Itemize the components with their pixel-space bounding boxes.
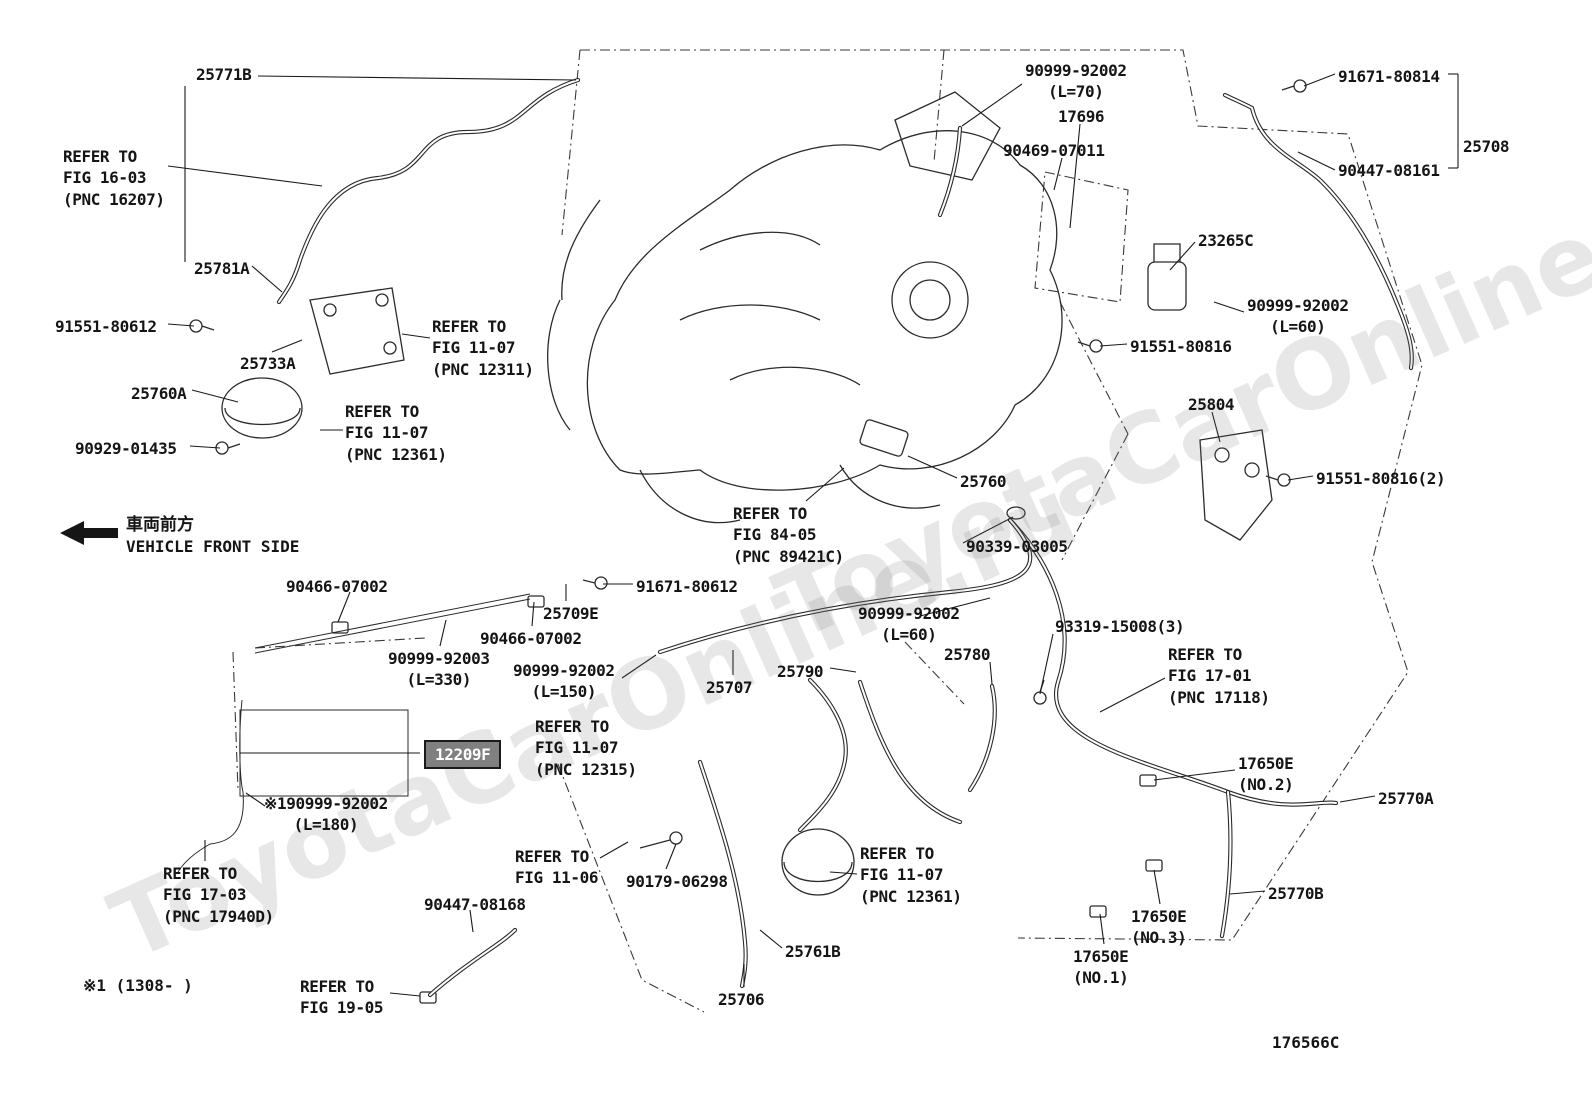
part-label-91671-80612[interactable]: 91671-80612 (636, 577, 738, 596)
leader-lines (167, 73, 1459, 997)
ref-fig-17-01: REFER TO FIG 17-01 (PNC 17118) (1168, 645, 1270, 707)
part-label-25790[interactable]: 25790 (777, 662, 824, 681)
part-label-25708[interactable]: 25708 (1463, 137, 1510, 156)
part-label-90999-92002-l70[interactable]: 90999-92002 (L=70) (1025, 61, 1127, 102)
part-label-91671-80814[interactable]: 91671-80814 (1338, 67, 1440, 86)
part-label-25733A[interactable]: 25733A (240, 354, 296, 373)
part-label-90179-06298[interactable]: 90179-06298 (626, 872, 728, 891)
ref-fig-17-03: REFER TO FIG 17-03 (PNC 17940D) (163, 864, 274, 926)
footnote: ※1 (1308- ) (83, 976, 193, 995)
part-label-25707[interactable]: 25707 (706, 678, 753, 697)
part-label-17650E-no2[interactable]: 17650E (NO.2) (1238, 754, 1294, 795)
part-label-90999-92002-l60-a[interactable]: 90999-92002 (L=60) (1247, 296, 1349, 337)
part-label-90466-07002-b[interactable]: 90466-07002 (480, 629, 582, 648)
part-label-90929-01435[interactable]: 90929-01435 (75, 439, 177, 458)
vehicle-front-label-jp: 車両前方 (126, 515, 194, 535)
part-label-25760A[interactable]: 25760A (131, 384, 187, 403)
hose-artwork (177, 77, 1414, 998)
part-label-25780[interactable]: 25780 (944, 645, 991, 664)
part-label-12209F[interactable]: 12209F (424, 740, 502, 770)
part-label-90999-92002-l60-b[interactable]: 90999-92002 (L=60) (858, 604, 960, 645)
dashed-boundaries (232, 49, 1423, 1013)
ref-fig-16-03: REFER TO FIG 16-03 (PNC 16207) (63, 147, 165, 209)
part-label-90339-03005[interactable]: 90339-03005 (966, 537, 1068, 556)
part-label-25804[interactable]: 25804 (1188, 395, 1235, 414)
part-label-93319-15008-3[interactable]: 93319-15008(3) (1055, 617, 1185, 636)
part-label-90999-92003-l330[interactable]: 90999-92003 (L=330) (388, 649, 490, 690)
part-label-90447-08161[interactable]: 90447-08161 (1338, 161, 1440, 180)
part-label-17650E-no1[interactable]: 17650E (NO.1) (1073, 947, 1129, 988)
part-label-90999-92002-l180[interactable]: ※190999-92002 (L=180) (264, 794, 388, 835)
ref-fig-19-05: REFER TO FIG 19-05 (300, 977, 384, 1018)
part-label-25761B[interactable]: 25761B (785, 942, 841, 961)
part-label-25706[interactable]: 25706 (718, 990, 765, 1009)
part-label-91551-80816-2[interactable]: 91551-80816(2) (1316, 469, 1446, 488)
ref-fig-84-05: REFER TO FIG 84-05 (PNC 89421C) (733, 504, 844, 566)
part-label-25760[interactable]: 25760 (960, 472, 1007, 491)
part-label-90999-92002-l150[interactable]: 90999-92002 (L=150) (513, 661, 615, 702)
ref-fig-11-06: REFER TO FIG 11-06 (515, 847, 599, 888)
part-label-90466-07002-a[interactable]: 90466-07002 (286, 577, 388, 596)
part-label-90447-08168[interactable]: 90447-08168 (424, 895, 526, 914)
part-label-17696[interactable]: 17696 (1058, 107, 1105, 126)
drawing-number: 176566C (1272, 1033, 1340, 1052)
part-label-25709E[interactable]: 25709E (543, 604, 599, 623)
ref-fig-11-07-pnc12361-a: REFER TO FIG 11-07 (PNC 12361) (345, 402, 447, 464)
ref-fig-11-07-pnc12315: REFER TO FIG 11-07 (PNC 12315) (535, 717, 637, 779)
vehicle-front-arrow-icon (60, 521, 118, 545)
part-label-25771B[interactable]: 25771B (196, 65, 252, 84)
engine-artwork (189, 79, 1307, 1004)
vehicle-front-side-indicator: 車両前方 VEHICLE FRONT SIDE (60, 510, 299, 556)
part-label-25770B[interactable]: 25770B (1268, 884, 1324, 903)
part-label-23265C[interactable]: 23265C (1198, 231, 1254, 250)
part-label-90469-07011[interactable]: 90469-07011 (1003, 141, 1105, 160)
part-label-25781A[interactable]: 25781A (194, 259, 250, 278)
vehicle-front-label-en: VEHICLE FRONT SIDE (126, 537, 300, 556)
part-label-91551-80612[interactable]: 91551-80612 (55, 317, 157, 336)
part-label-17650E-no3[interactable]: 17650E (NO.3) (1131, 907, 1187, 948)
ref-fig-11-07-pnc12311: REFER TO FIG 11-07 (PNC 12311) (432, 317, 534, 379)
ref-fig-11-07-pnc12361-b: REFER TO FIG 11-07 (PNC 12361) (860, 844, 962, 906)
part-label-25770A[interactable]: 25770A (1378, 789, 1434, 808)
part-label-91551-80816[interactable]: 91551-80816 (1130, 337, 1232, 356)
